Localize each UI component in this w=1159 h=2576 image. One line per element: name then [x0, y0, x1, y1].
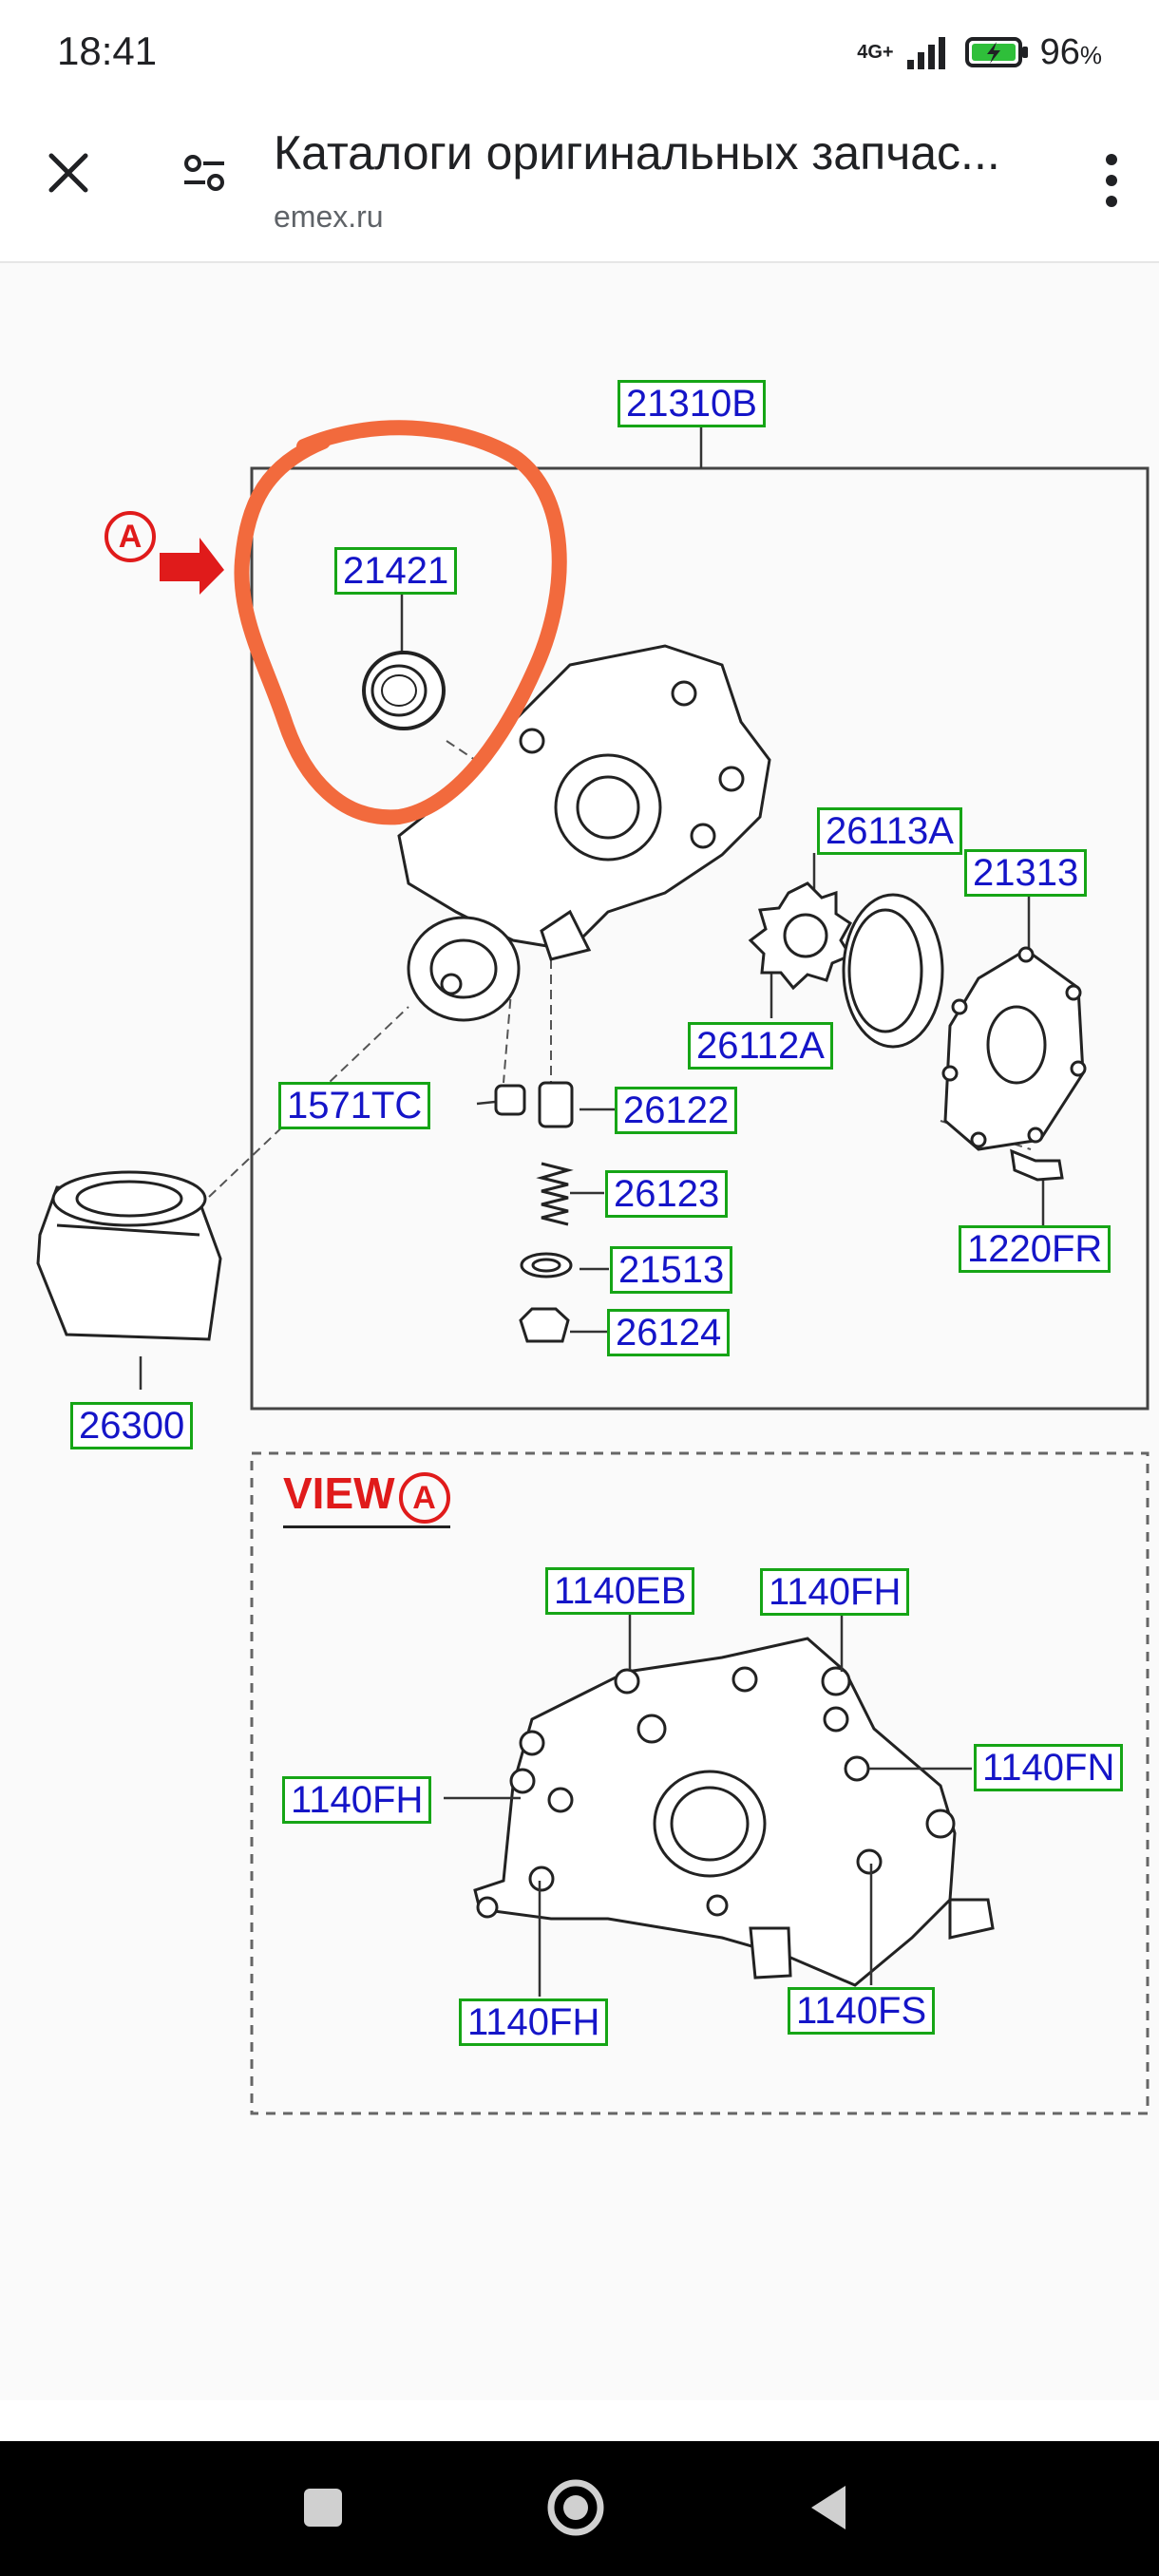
view-a-circle: A: [398, 1472, 450, 1524]
part-label-21310b[interactable]: 21310B: [618, 380, 766, 427]
view-a-pump-drawing: [473, 1637, 995, 1987]
small-parts-drawing: [494, 1081, 1064, 1343]
signal-icon: [906, 37, 945, 69]
part-label-1140fs[interactable]: 1140FS: [788, 1987, 936, 2035]
more-options-button[interactable]: [1092, 142, 1130, 218]
recents-button[interactable]: [285, 2470, 361, 2546]
custom-tab-toolbar: Каталоги оригинальных запчас... emex.ru: [0, 104, 1159, 263]
more-vert-icon: [1106, 154, 1117, 207]
arrow-marker: [160, 538, 224, 595]
close-button[interactable]: [38, 142, 99, 203]
tune-icon: [184, 155, 224, 191]
part-label-21513[interactable]: 21513: [610, 1246, 733, 1294]
close-icon: [48, 153, 88, 193]
home-button[interactable]: [538, 2470, 614, 2546]
part-label-21313[interactable]: 21313: [964, 849, 1088, 897]
part-label-26124[interactable]: 26124: [607, 1309, 731, 1356]
part-label-1571tc[interactable]: 1571TC: [278, 1082, 431, 1129]
oil-pump-drawing: [397, 644, 771, 1022]
parts-diagram: [36, 420, 1150, 2115]
part-label-1140eb[interactable]: 1140EB: [545, 1567, 695, 1615]
oil-filter-drawing: [36, 1170, 222, 1341]
part-label-26112a[interactable]: 26112A: [688, 1022, 833, 1070]
battery-icon: [964, 37, 1028, 67]
site-settings-button[interactable]: [171, 142, 238, 203]
part-label-1140fh-top[interactable]: 1140FH: [760, 1568, 910, 1616]
pump-cover-drawing: [941, 946, 1087, 1151]
battery-percent: 96%: [1039, 31, 1102, 72]
part-label-26123[interactable]: 26123: [605, 1170, 729, 1218]
part-label-1140fn[interactable]: 1140FN: [974, 1744, 1124, 1791]
part-label-1140fh-bottom[interactable]: 1140FH: [459, 1998, 609, 2046]
back-button[interactable]: [790, 2470, 866, 2546]
page-url: emex.ru: [274, 199, 384, 234]
part-label-26113a[interactable]: 26113A: [817, 807, 962, 855]
oil-seal-drawing: [362, 651, 446, 730]
view-marker-a: A: [104, 511, 156, 562]
pump-gears-drawing: [748, 881, 944, 1049]
part-label-1140fh-left[interactable]: 1140FH: [282, 1776, 432, 1824]
circle-icon: [547, 2479, 604, 2536]
status-time: 18:41: [57, 28, 158, 73]
status-icons: 4G+ 96%: [857, 28, 1102, 76]
status-bar: 18:41 4G+ 96%: [0, 0, 1159, 104]
highlight-circle: [234, 420, 567, 825]
square-icon: [304, 2489, 342, 2527]
part-label-1220fr[interactable]: 1220FR: [959, 1225, 1112, 1273]
part-label-26122[interactable]: 26122: [615, 1087, 738, 1134]
triangle-back-icon: [811, 2486, 846, 2529]
page-title: Каталоги оригинальных запчас...: [274, 126, 1000, 180]
network-type: 4G+: [857, 42, 894, 63]
system-navigation-bar: [0, 2441, 1159, 2576]
part-label-26300[interactable]: 26300: [70, 1402, 194, 1449]
part-label-21421[interactable]: 21421: [334, 547, 458, 595]
